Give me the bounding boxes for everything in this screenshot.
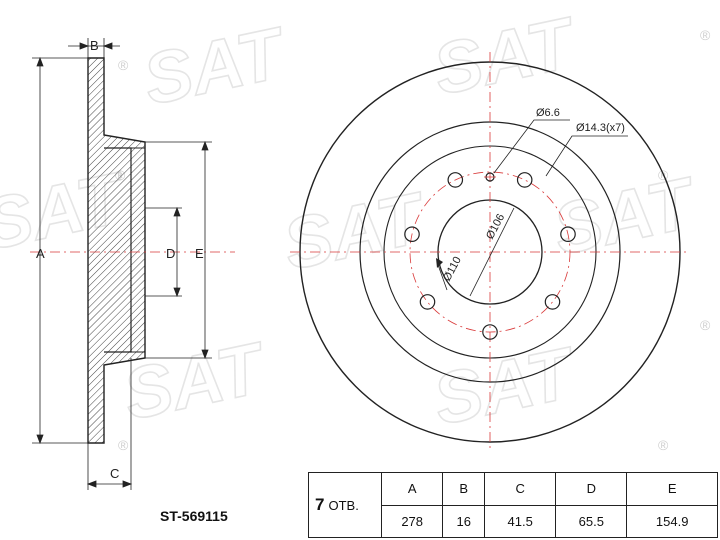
side-view: A B C D bbox=[30, 38, 235, 490]
registered-mark: ® bbox=[700, 27, 711, 43]
registered-mark: ® bbox=[700, 317, 711, 333]
part-number: ST-569115 bbox=[160, 508, 228, 524]
pcd-arrow bbox=[436, 258, 443, 268]
spec-value-row: 278 16 41.5 65.5 154.9 bbox=[309, 504, 718, 538]
callout-pcd: Ø110 bbox=[441, 255, 464, 284]
watermark-text: SAT bbox=[137, 12, 295, 120]
registered-mark: ® bbox=[118, 437, 129, 453]
dimension-b bbox=[68, 38, 120, 58]
dimension-label-c: C bbox=[110, 466, 119, 481]
bolt-hole bbox=[404, 226, 420, 242]
dimension-label-d: D bbox=[166, 246, 175, 261]
bolt-hole bbox=[447, 172, 464, 188]
callout-leaders bbox=[436, 119, 628, 297]
spec-value-cell: 16 bbox=[442, 504, 486, 538]
dimension-label-a: A bbox=[36, 246, 45, 261]
dimension-d bbox=[145, 206, 182, 298]
hat-inner-outline bbox=[104, 147, 132, 353]
spec-value-cell: 41.5 bbox=[484, 504, 557, 538]
holes-unit: ОТВ. bbox=[328, 498, 359, 513]
watermark-text: SAT bbox=[547, 162, 705, 270]
dimension-label-e: E bbox=[195, 246, 204, 261]
dimension-a bbox=[32, 56, 88, 445]
front-view: Ø6.6 Ø14.3(x7) Ø110 Ø106 bbox=[290, 52, 690, 452]
registered-mark: ® bbox=[658, 437, 669, 453]
bolt-hole bbox=[560, 226, 576, 242]
spec-value-cell: 65.5 bbox=[555, 504, 628, 538]
bolt-holes bbox=[404, 172, 576, 340]
spec-header-cell: B bbox=[442, 472, 486, 506]
spec-value-cell: 278 bbox=[380, 504, 444, 538]
bolt-hole bbox=[419, 294, 436, 310]
bolt-hole bbox=[482, 324, 498, 340]
spec-value-cell: 154.9 bbox=[626, 504, 718, 538]
dimension-c bbox=[86, 358, 133, 490]
callout-hole-small: Ø6.6 bbox=[536, 107, 560, 119]
watermark-text: SAT bbox=[427, 2, 585, 110]
callout-hole-large: Ø14.3(x7) bbox=[576, 122, 625, 134]
registered-mark: ® bbox=[118, 57, 129, 73]
bolt-hole bbox=[516, 172, 533, 188]
callout-bore: Ø106 bbox=[484, 212, 507, 241]
spec-header-cell: C bbox=[484, 472, 557, 506]
dimension-e bbox=[145, 140, 212, 360]
spec-header-cell: A bbox=[380, 472, 444, 506]
watermark-layer: SAT SAT SAT SAT SAT SAT SAT bbox=[0, 2, 706, 442]
watermark-text: SAT bbox=[427, 332, 585, 440]
holes-count: 7 bbox=[315, 495, 325, 514]
bolt-hole bbox=[544, 294, 561, 310]
dimension-label-b: B bbox=[90, 38, 99, 53]
spec-header-cell: E bbox=[626, 472, 718, 506]
spec-header-cell: D bbox=[555, 472, 628, 506]
